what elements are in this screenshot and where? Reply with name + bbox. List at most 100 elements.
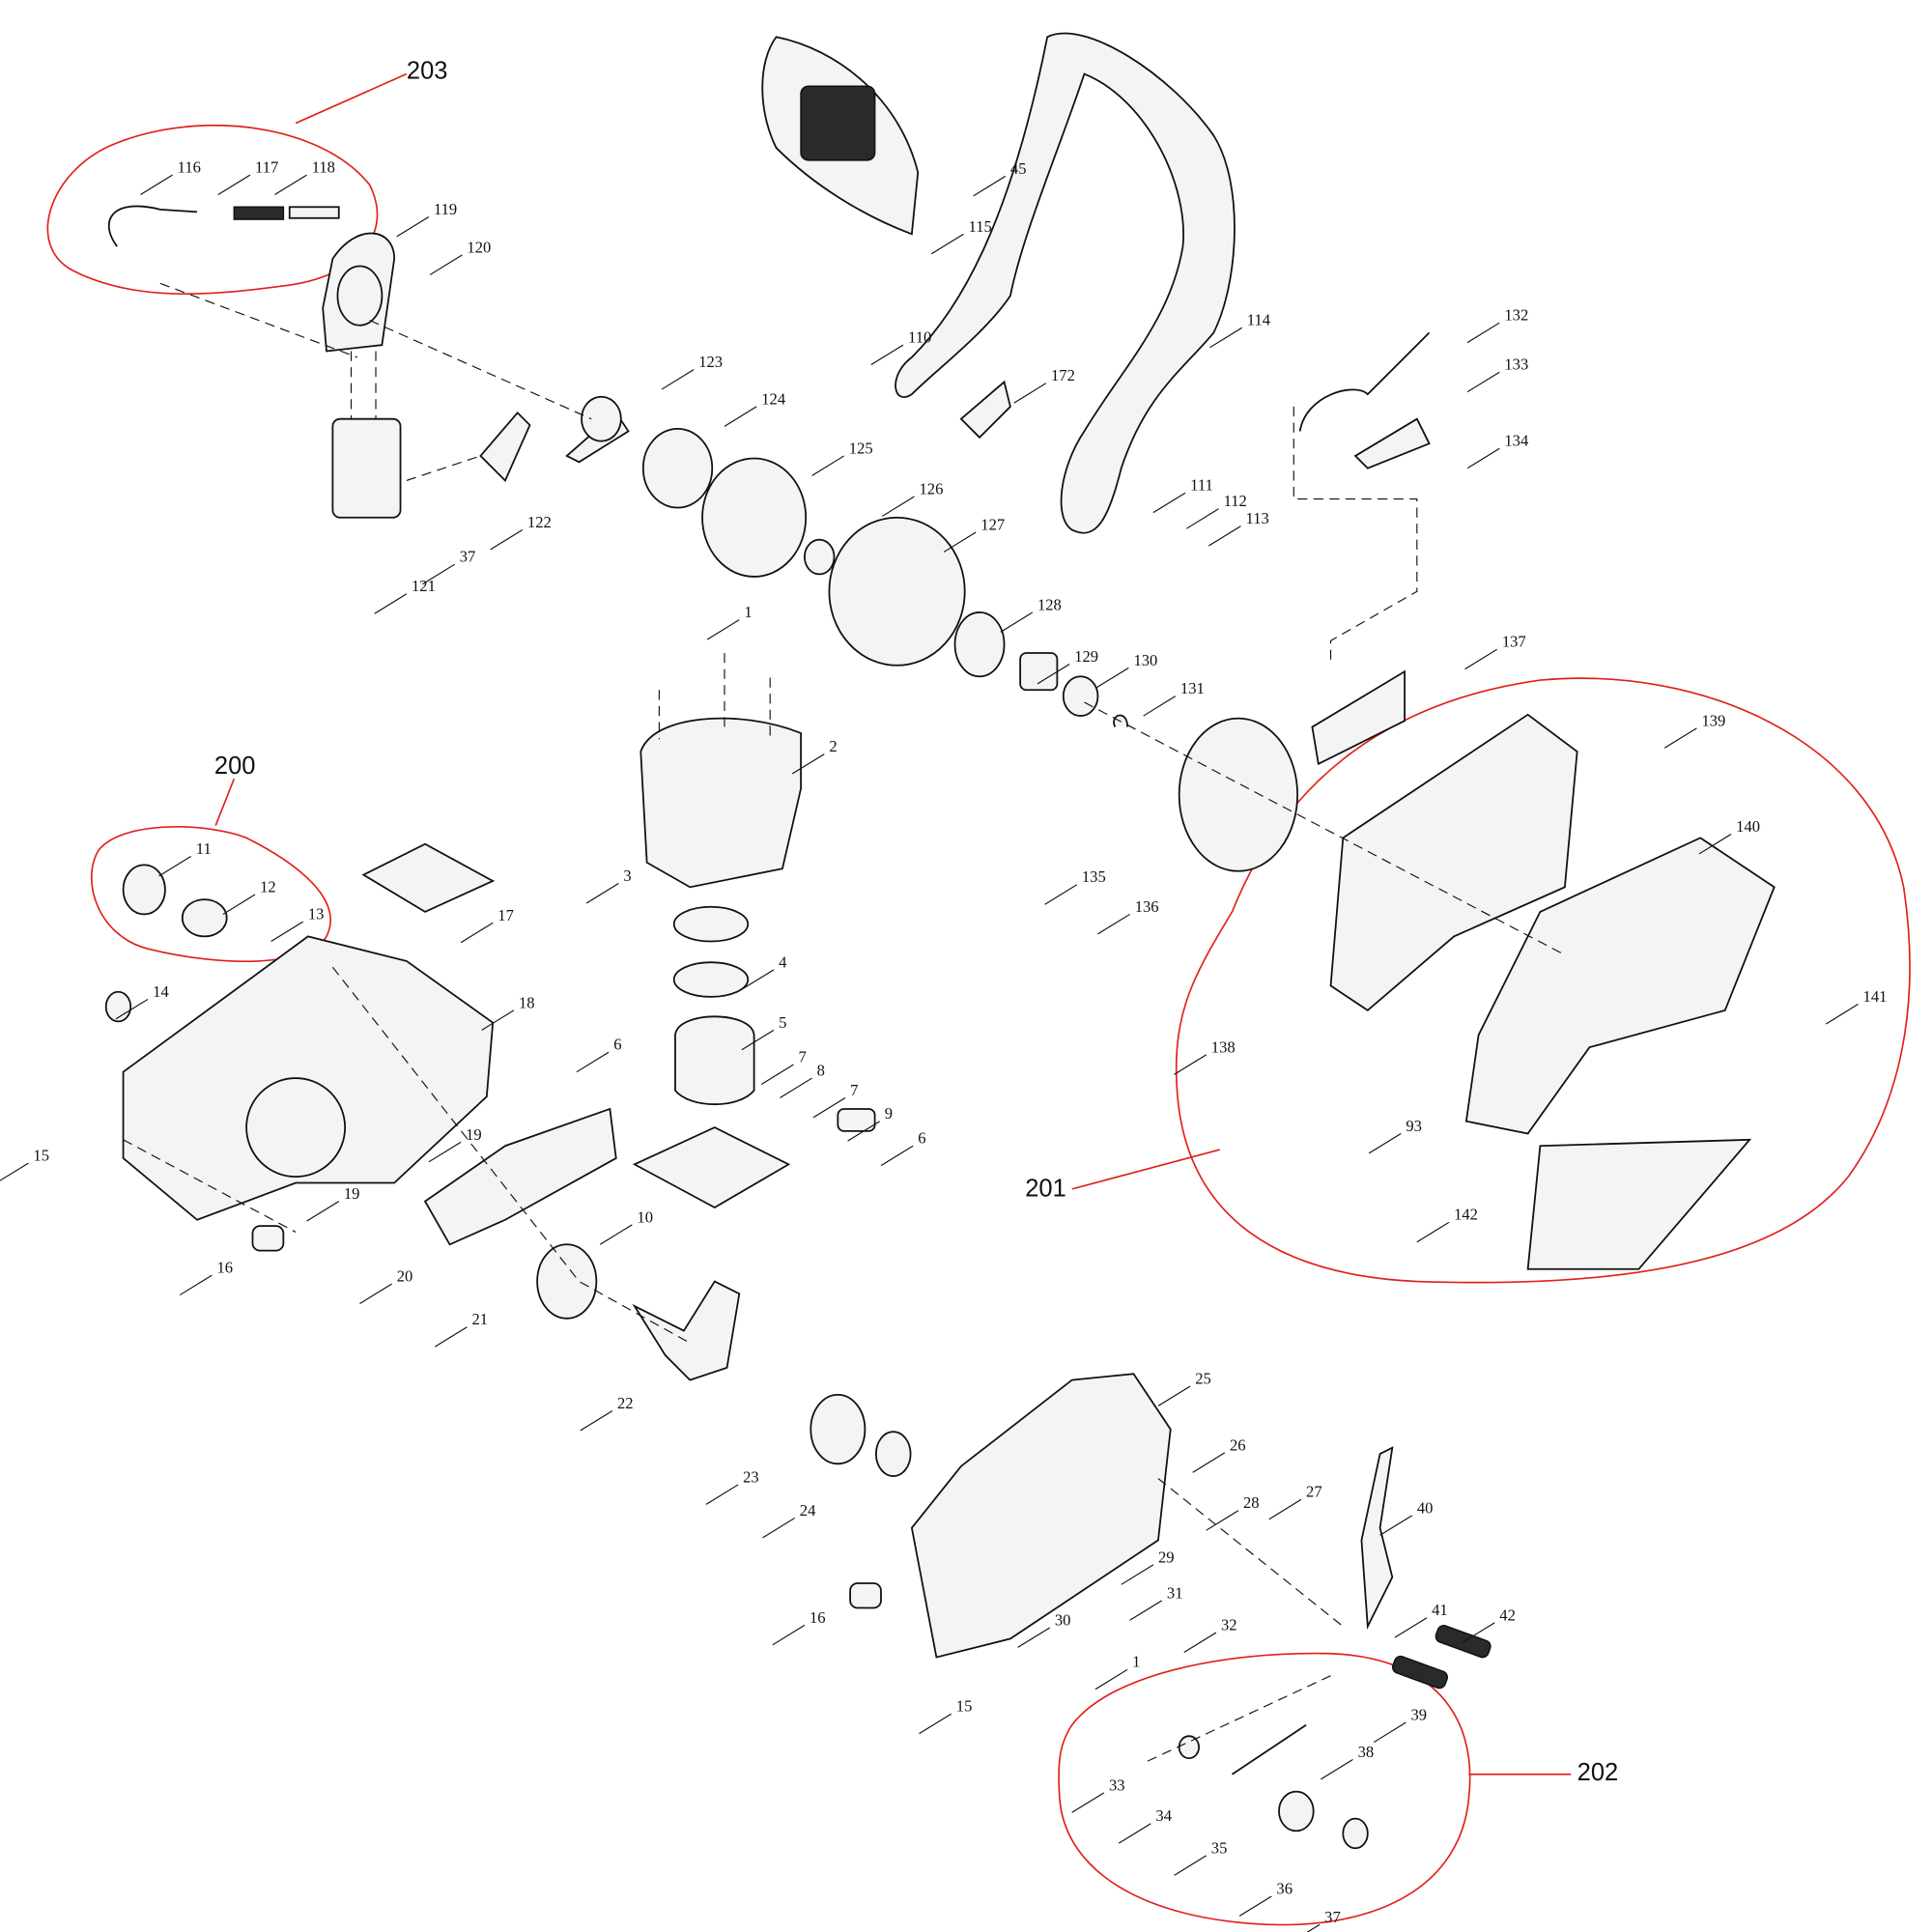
part-label: 42 bbox=[1499, 1605, 1516, 1624]
leader-line bbox=[661, 369, 695, 390]
part-122 bbox=[479, 411, 531, 482]
sprocket-cover-plate-138 bbox=[1329, 713, 1578, 1012]
leader-line bbox=[1698, 834, 1732, 855]
leader-line bbox=[481, 1009, 515, 1031]
piston-ring-4b bbox=[672, 961, 750, 998]
part-label: 7 bbox=[799, 1047, 807, 1065]
piston-5 bbox=[674, 1015, 755, 1105]
piston-ring-4a bbox=[672, 905, 750, 943]
leader-line bbox=[1321, 1758, 1353, 1780]
leader-line bbox=[1174, 1855, 1208, 1876]
fuel-line-116 bbox=[107, 205, 198, 247]
part-label: 18 bbox=[519, 993, 535, 1011]
part-label: 20 bbox=[397, 1267, 413, 1286]
group-200-outline bbox=[91, 778, 331, 962]
leader-line bbox=[576, 1051, 610, 1073]
part-36 bbox=[1342, 1817, 1369, 1850]
washer-130 bbox=[1062, 675, 1099, 717]
leader-line bbox=[0, 1162, 29, 1181]
part-label: 27 bbox=[1306, 1483, 1322, 1501]
part-label: 40 bbox=[1417, 1498, 1434, 1517]
leader-line bbox=[1466, 371, 1500, 393]
part-label: 172 bbox=[1051, 366, 1075, 384]
part-label: 39 bbox=[1410, 1706, 1427, 1724]
spring-132 bbox=[1298, 331, 1431, 432]
leader-line bbox=[706, 619, 740, 640]
leader-line bbox=[1118, 1823, 1151, 1844]
front-handle-114 bbox=[895, 32, 1236, 534]
part-label: 38 bbox=[1358, 1743, 1375, 1761]
part-label: 9 bbox=[885, 1104, 893, 1122]
leader-line bbox=[422, 563, 455, 585]
group-label-201: 201 bbox=[1025, 1176, 1066, 1203]
washer-124 bbox=[641, 427, 714, 509]
part-label: 34 bbox=[1155, 1806, 1172, 1825]
part-label: 7 bbox=[850, 1081, 858, 1099]
brake-band-136 bbox=[1178, 717, 1299, 872]
leader-line bbox=[812, 1096, 846, 1119]
leader-line bbox=[1268, 1498, 1302, 1520]
part-label: 24 bbox=[800, 1501, 816, 1520]
washer-126 bbox=[804, 538, 836, 576]
part-label: 133 bbox=[1504, 355, 1528, 374]
leader-line bbox=[1095, 667, 1129, 689]
bearing-21 bbox=[536, 1243, 598, 1320]
leader-line bbox=[1466, 322, 1500, 344]
leader-line bbox=[847, 1121, 881, 1142]
leader-line bbox=[1097, 913, 1130, 935]
group-203-outline bbox=[46, 72, 408, 296]
part-label: 127 bbox=[980, 515, 1005, 533]
part-label: 6 bbox=[613, 1036, 621, 1054]
clutch-drum-127 bbox=[828, 516, 966, 667]
oil-cap-11 bbox=[122, 864, 166, 916]
leader-line bbox=[1013, 383, 1047, 404]
leader-line bbox=[1826, 1004, 1859, 1025]
part-label: 32 bbox=[1221, 1616, 1237, 1634]
part-label: 16 bbox=[810, 1608, 826, 1627]
leader-line bbox=[1379, 1515, 1413, 1536]
leader-line bbox=[973, 175, 1007, 197]
leader-line bbox=[943, 531, 977, 553]
gasket-10 bbox=[632, 1126, 791, 1209]
part-label: 2 bbox=[829, 737, 837, 755]
leader-line bbox=[705, 1484, 739, 1505]
group-label-203: 203 bbox=[407, 58, 448, 85]
leader-line bbox=[811, 455, 845, 476]
leader-line bbox=[741, 969, 775, 990]
leader-line bbox=[1394, 1617, 1428, 1638]
part-label: 142 bbox=[1454, 1206, 1478, 1224]
leader-line bbox=[1071, 1792, 1105, 1813]
leader-line bbox=[115, 998, 149, 1020]
part-label: 6 bbox=[918, 1129, 925, 1148]
leader-line bbox=[429, 254, 463, 275]
leader-line bbox=[791, 753, 825, 775]
oring-12 bbox=[181, 898, 228, 938]
leader-line bbox=[580, 1409, 613, 1432]
part-label: 33 bbox=[1109, 1776, 1125, 1794]
leader-line bbox=[270, 921, 304, 942]
part-label: 19 bbox=[344, 1184, 360, 1203]
part-label: 13 bbox=[308, 905, 325, 923]
leader-line bbox=[217, 174, 251, 196]
group-202-outline bbox=[1058, 1652, 1572, 1926]
part-label: 25 bbox=[1195, 1369, 1211, 1387]
leader-line bbox=[1368, 1132, 1402, 1154]
part-label: 16 bbox=[216, 1259, 233, 1277]
assembly-lines bbox=[123, 282, 1566, 1763]
stud-42b bbox=[1391, 1655, 1448, 1690]
gear-35 bbox=[1278, 1790, 1315, 1833]
group-201-outline bbox=[1071, 677, 1911, 1284]
leader-line bbox=[760, 1064, 794, 1085]
leader-line bbox=[158, 855, 192, 877]
leader-line bbox=[274, 174, 307, 196]
part-label: 118 bbox=[312, 158, 335, 177]
leader-line bbox=[1157, 1385, 1191, 1406]
leader-line bbox=[140, 174, 173, 196]
leader-line bbox=[599, 1224, 633, 1245]
part-label: 134 bbox=[1504, 432, 1529, 450]
filter-117 bbox=[233, 206, 285, 220]
part-label: 111 bbox=[1190, 476, 1213, 495]
leader-line bbox=[1152, 492, 1186, 514]
